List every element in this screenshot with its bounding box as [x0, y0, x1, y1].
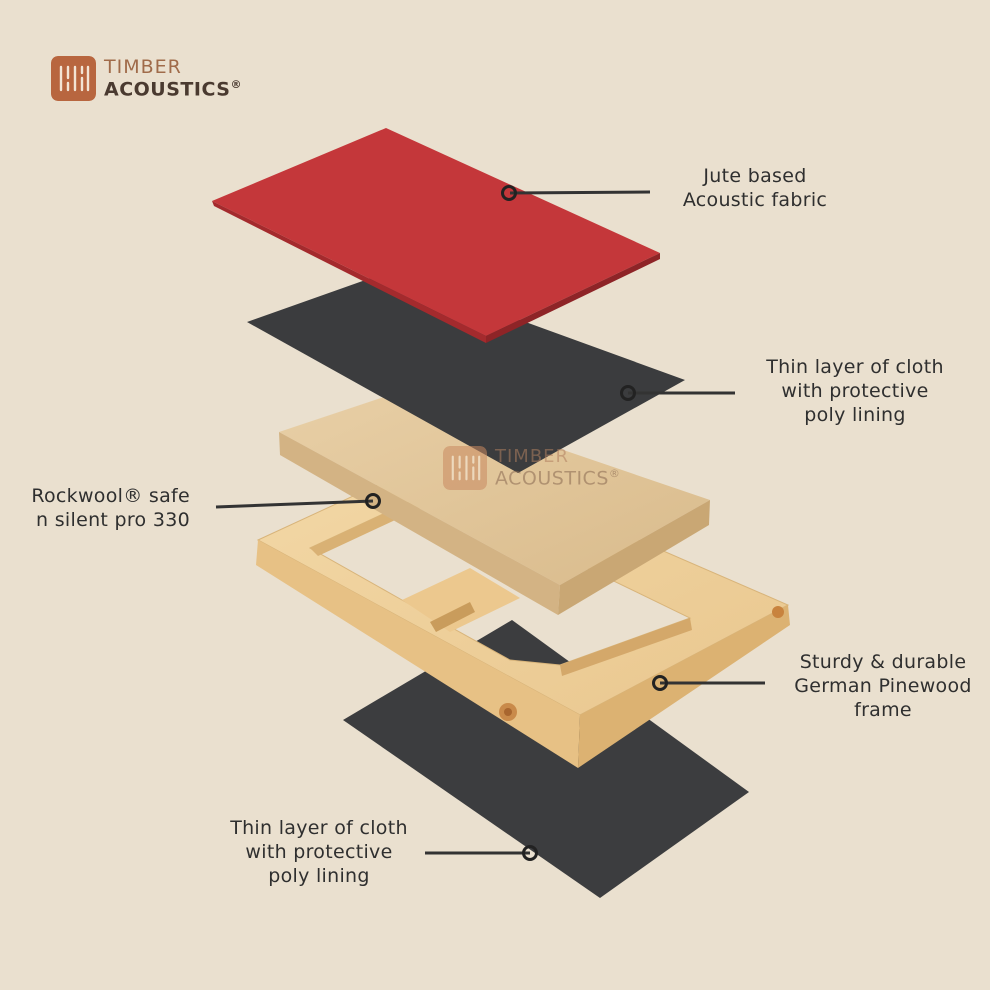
- callout-line: Thin layer of cloth: [766, 356, 944, 378]
- watermark-line2: ACOUSTICS®: [495, 466, 621, 490]
- fabric-layer: [212, 128, 660, 343]
- callout-line: Jute based: [703, 165, 807, 187]
- watermark-mark-icon: [443, 446, 487, 490]
- callout-line: Rockwool® safe: [31, 485, 190, 507]
- bottom-cloth-layer: [343, 620, 749, 898]
- top-cloth-layer: [247, 272, 685, 473]
- watermark: TIMBER ACOUSTICS®: [443, 446, 620, 490]
- callout-line: Acoustic fabric: [682, 189, 828, 211]
- callout-fabric: Jute based Acoustic fabric: [665, 164, 845, 212]
- leader-dots: [365, 185, 668, 861]
- callout-bottom-cloth: Thin layer of cloth with protective poly…: [212, 816, 426, 888]
- callout-line: with protective: [245, 841, 393, 863]
- callout-line: poly lining: [804, 404, 906, 426]
- callout-top-cloth: Thin layer of cloth with protective poly…: [750, 355, 960, 427]
- leader-lines: [215, 190, 765, 855]
- callout-line: poly lining: [268, 865, 370, 887]
- brand-logo: TIMBER ACOUSTICS®: [51, 56, 242, 101]
- callout-line: with protective: [781, 380, 929, 402]
- pinewood-frame: [256, 454, 790, 768]
- callout-line: n silent pro 330: [36, 509, 190, 531]
- callout-frame: Sturdy & durable German Pinewood frame: [776, 650, 990, 722]
- callout-line: Sturdy & durable: [799, 651, 967, 673]
- brand-name-line2: ACOUSTICS®: [104, 77, 242, 101]
- callout-line: Thin layer of cloth: [230, 817, 408, 839]
- rockwool-slab: [279, 393, 710, 615]
- callout-line: German Pinewood: [794, 675, 972, 697]
- callout-line: frame: [854, 699, 912, 721]
- callout-rockwool: Rockwool® safe n silent pro 330: [6, 484, 190, 532]
- registered-mark: ®: [230, 77, 242, 91]
- logo-mark-icon: [51, 56, 96, 101]
- watermark-line1: TIMBER: [495, 445, 570, 467]
- brand-name-line1: TIMBER: [104, 55, 182, 78]
